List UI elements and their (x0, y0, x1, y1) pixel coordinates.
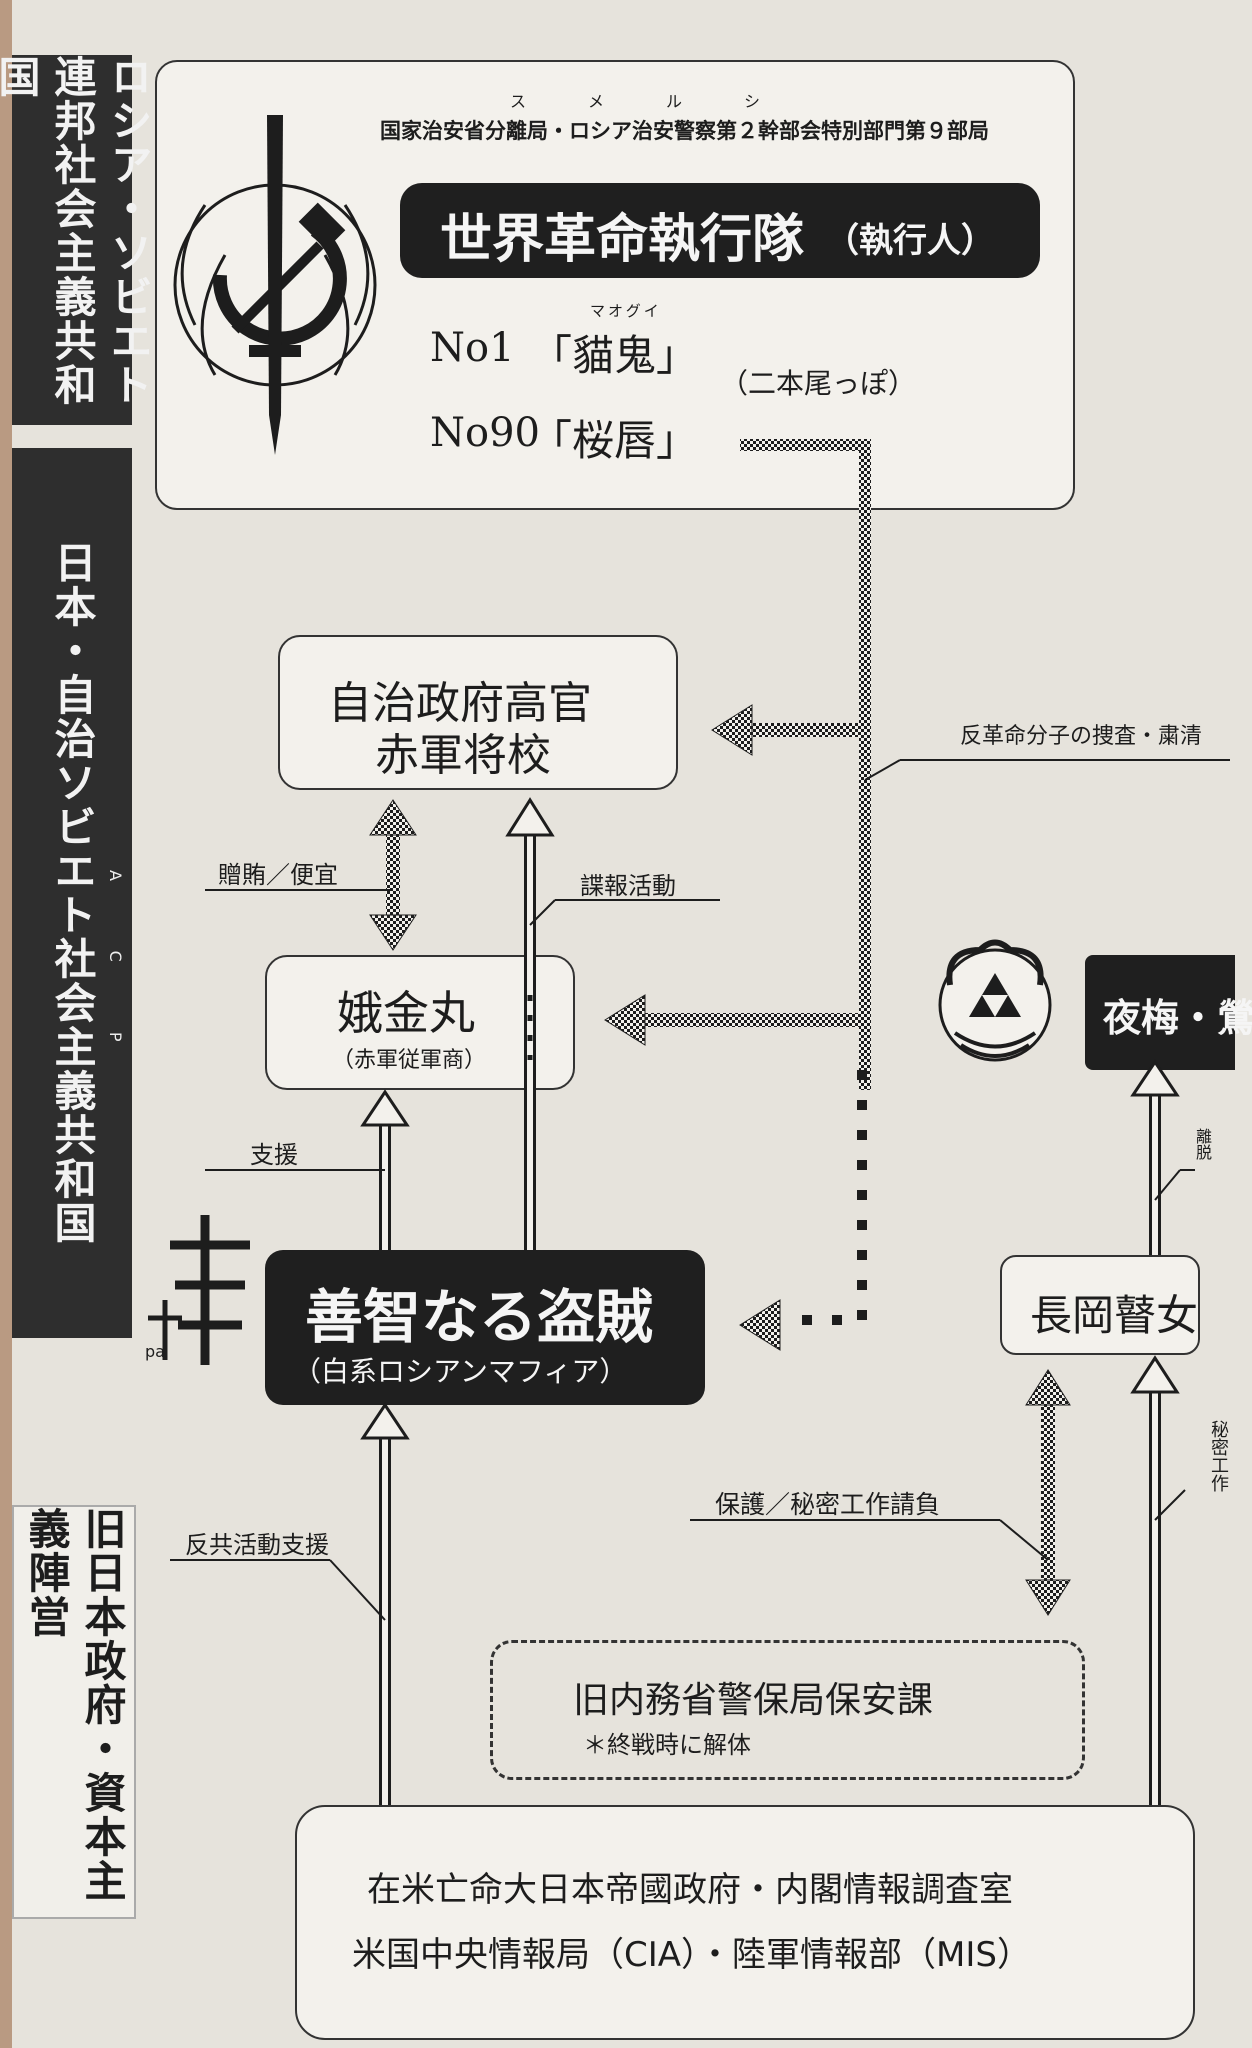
officials-line1: 自治政府高官 (328, 678, 592, 729)
sidebar-soviet-union: ロシア・ソビエト連邦社会主義共和国 (0, 55, 153, 425)
sidebar-japan-acp: 日本・自治ソビエト社会主義共和国 (12, 448, 132, 1338)
old-ministry-box: 旧内務省警保局保安課 ＊終戦時に解体 (490, 1640, 1085, 1780)
member2-no: No90 (430, 410, 540, 456)
yobai-label: 夜梅・鶯 (1103, 995, 1252, 1040)
nagaoka-label: 長岡瞽女 (1030, 1291, 1199, 1340)
nagaoka-box: 長岡瞽女 (1000, 1255, 1200, 1355)
edge-label-secret-work: 秘密工作 (1208, 1420, 1229, 1492)
smersh-ruby: スメルシ (510, 92, 823, 111)
edge-label-anticommunist: 反共活動支援 (185, 1531, 329, 1559)
exile-gov-line2: 米国中央情報局（CIA）・陸軍情報部（MIS） (352, 1935, 1031, 1975)
edge-label-support: 支援 (250, 1141, 298, 1169)
member1-name: 「貓鬼」 (530, 331, 699, 380)
title-text: 世界革命執行隊 (440, 209, 805, 270)
member2-name: 「桜唇」 (530, 416, 699, 465)
member1-ruby: マオグイ (590, 302, 662, 320)
smersh-org-line: 国家治安省分離局・ロシア治安警察第２幹部会特別部門第９部局 (380, 119, 989, 143)
officials-line2: 赤軍将校 (375, 730, 551, 781)
thief-label: 善智なる盗賊 (305, 1283, 654, 1351)
sidebar-japan-acp-ruby: ACP (106, 870, 125, 1112)
yobai-box: 夜梅・鶯 (1085, 955, 1252, 1070)
anticommunist-arrow (170, 1402, 410, 1805)
old-ministry-note: ＊終戦時に解体 (583, 1731, 751, 1759)
page-edge (0, 0, 12, 2048)
smersh-org-box (155, 60, 1075, 510)
edge-label-protection: 保護／秘密工作請負 (715, 1490, 941, 1519)
secret-work-arrow (1130, 1355, 1186, 1805)
officials-box: 自治政府高官 赤軍将校 (278, 635, 678, 790)
exile-gov-box: 在米亡命大日本帝國政府・内閣情報調査室 米国中央情報局（CIA）・陸軍情報部（M… (295, 1805, 1195, 2040)
title-banner: 世界革命執行隊 （執行人） (400, 183, 1040, 278)
gakinmaru-sub: （赤軍従軍商） (332, 1048, 487, 1073)
old-ministry-label: 旧内務省警保局保安課 (573, 1680, 934, 1721)
sidebar-old-japan: 旧日本政府・資本主義陣営 (12, 1505, 136, 1919)
exile-gov-line1: 在米亡命大日本帝國政府・内閣情報調査室 (367, 1870, 1013, 1910)
member1-note: （二本尾っぽ） (720, 367, 917, 400)
member1-no: No1 (430, 325, 515, 371)
title-suffix: （執行人） (825, 221, 995, 261)
defect-arrow (1130, 1059, 1195, 1255)
edge-label-purge: 反革命分子の捜査・粛清 (960, 724, 1203, 749)
thief-sub: （白系ロシアンマフィア） (293, 1355, 628, 1388)
sidebar-old-japan-label: 旧日本政府・資本主義陣営 (22, 1507, 127, 1903)
edge-label-defect: 離脱 (1193, 1128, 1212, 1160)
support-arrow (205, 1089, 410, 1250)
sidebar-japan-acp-label: 日本・自治ソビエト社会主義共和国 (48, 541, 97, 1245)
thief-box: 善智なる盗賊 （白系ロシアンマフィア） (265, 1250, 705, 1405)
gakinmaru-label: 娥金丸 (337, 986, 475, 1040)
sidebar-soviet-union-label: ロシア・ソビエト連邦社会主義共和国 (0, 55, 153, 407)
pa-label: pa (145, 1342, 165, 1361)
purge-line (604, 439, 1230, 1351)
gakinmaru-box: 娥金丸 （赤軍従軍商） (265, 955, 575, 1090)
edge-label-espionage: 諜報活動 (580, 872, 676, 900)
edge-label-bribe: 贈賄／便宜 (218, 861, 338, 889)
